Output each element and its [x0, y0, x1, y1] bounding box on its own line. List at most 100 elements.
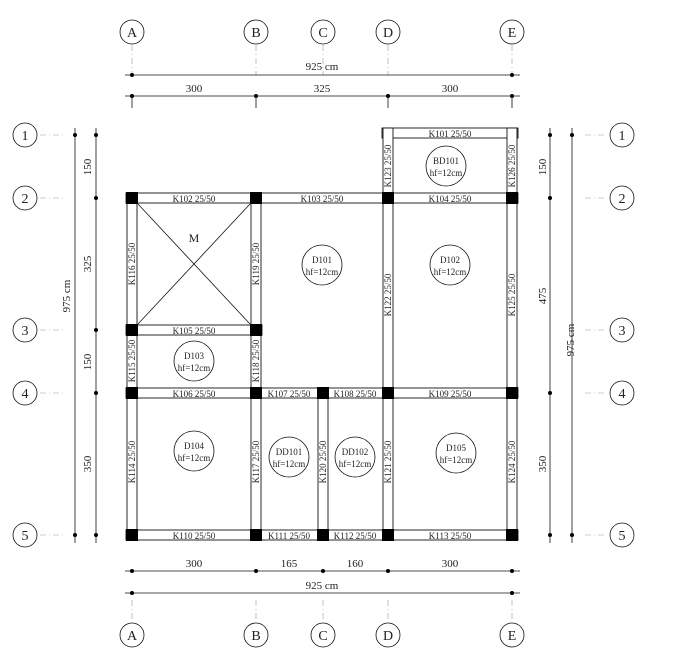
axis-bubble-d-top: D [375, 19, 401, 45]
slab-d105: D105 hf=12cm [435, 432, 477, 474]
axis-bubble-d-bottom: D [375, 622, 401, 648]
axis-bubbles-top: A B C D E [119, 19, 525, 45]
bottom-span-bc: 165 [281, 558, 298, 570]
axis-bubble-a-top: A [119, 19, 145, 45]
slab-d102: D102 hf=12cm [429, 244, 471, 286]
svg-text:5: 5 [22, 529, 29, 544]
beam-k109: K109 25/50 [429, 389, 472, 399]
axis-bubble-e-top: E [499, 19, 525, 45]
slab-d104: D104 hf=12cm [173, 430, 215, 472]
svg-text:BD101: BD101 [433, 156, 459, 166]
axis-bubble-b-top: B [243, 19, 269, 45]
axis-bubble-e-bottom: E [499, 622, 525, 648]
left-span-23: 325 [82, 255, 94, 272]
svg-text:C: C [318, 629, 327, 644]
svg-text:C: C [318, 26, 327, 41]
svg-text:B: B [251, 629, 260, 644]
bottom-total-dim: 925 cm [306, 580, 339, 592]
svg-text:E: E [508, 629, 517, 644]
svg-text:hf=12cm: hf=12cm [339, 459, 372, 469]
stair-opening: M [137, 203, 251, 325]
axis-bubble-4-left: 4 [12, 380, 38, 406]
svg-text:D104: D104 [184, 441, 204, 451]
right-span-12: 150 [537, 158, 549, 175]
svg-text:D: D [383, 629, 393, 644]
axis-bubble-3-left: 3 [12, 317, 38, 343]
beam-k113: K113 25/50 [429, 531, 472, 541]
beam-k104: K104 25/50 [429, 194, 472, 204]
right-span-45: 350 [537, 455, 549, 472]
svg-text:5: 5 [619, 529, 626, 544]
dimension-top: 925 cm 300 325 300 [125, 61, 520, 108]
slab-labels: BD101 hf=12cm D101 hf=12cm D102 hf=12cm … [173, 145, 477, 478]
svg-text:hf=12cm: hf=12cm [273, 459, 306, 469]
svg-text:hf=12cm: hf=12cm [430, 168, 463, 178]
top-total-dim: 925 cm [306, 61, 339, 73]
slab-dd102: DD102 hf=12cm [334, 436, 376, 478]
axis-bubble-1-left: 1 [12, 122, 38, 148]
svg-text:hf=12cm: hf=12cm [440, 455, 473, 465]
bottom-span-cd: 160 [347, 558, 364, 570]
svg-text:D101: D101 [312, 255, 332, 265]
beam-k119: K119 25/50 [251, 242, 261, 285]
beam-k107: K107 25/50 [268, 389, 311, 399]
dimension-bottom: 300 165 160 300 925 cm [125, 558, 520, 595]
beam-k125: K125 25/50 [507, 273, 517, 316]
svg-text:DD102: DD102 [342, 447, 369, 457]
axis-bubble-5-right: 5 [609, 522, 635, 548]
beam-k115: K115 25/50 [127, 339, 137, 382]
top-span-de: 300 [442, 83, 459, 95]
stair-label: M [189, 231, 200, 245]
svg-text:2: 2 [619, 192, 626, 207]
axis-bubble-5-left: 5 [12, 522, 38, 548]
svg-text:D: D [383, 26, 393, 41]
svg-text:D102: D102 [440, 255, 460, 265]
top-span-ab: 300 [186, 83, 203, 95]
right-span-24: 475 [537, 287, 549, 304]
axis-bubble-a-bottom: A [119, 622, 145, 648]
svg-text:hf=12cm: hf=12cm [178, 363, 211, 373]
beam-k111: K111 25/50 [268, 531, 311, 541]
beam-k118: K118 25/50 [251, 339, 261, 382]
axis-bubble-c-top: C [310, 19, 336, 45]
top-span-bd: 325 [314, 83, 331, 95]
right-total-dim: 975 cm [565, 323, 577, 356]
svg-text:DD101: DD101 [276, 447, 303, 457]
bottom-span-de: 300 [442, 558, 459, 570]
beam-k116: K116 25/50 [127, 242, 137, 285]
beam-k103: K103 25/50 [301, 194, 344, 204]
beam-k102: K102 25/50 [173, 194, 216, 204]
beam-k101: K101 25/50 [429, 129, 472, 139]
axis-bubble-3-right: 3 [609, 317, 635, 343]
slab-bd101: BD101 hf=12cm [425, 145, 467, 187]
beam-k123: K123 25/50 [383, 144, 393, 187]
svg-text:2: 2 [22, 192, 29, 207]
dimension-left: 975 cm 150 325 150 350 [61, 128, 98, 543]
svg-text:B: B [251, 26, 260, 41]
svg-text:4: 4 [619, 387, 626, 402]
svg-text:A: A [127, 629, 138, 644]
columns [126, 192, 518, 541]
svg-text:A: A [127, 26, 138, 41]
beam-labels: K101 25/50 K102 25/50 K103 25/50 K104 25… [127, 129, 517, 541]
slab-dd101: DD101 hf=12cm [268, 436, 310, 478]
svg-text:4: 4 [22, 387, 29, 402]
beam-k124: K124 25/50 [507, 440, 517, 483]
beam-k114: K114 25/50 [127, 440, 137, 483]
left-span-12: 150 [82, 158, 94, 175]
axis-bubble-2-left: 2 [12, 185, 38, 211]
axis-bubble-b-bottom: B [243, 622, 269, 648]
svg-text:E: E [508, 26, 517, 41]
svg-text:hf=12cm: hf=12cm [306, 267, 339, 277]
axis-bubble-4-right: 4 [609, 380, 635, 406]
svg-text:3: 3 [22, 324, 29, 339]
axis-bubble-1-right: 1 [609, 122, 635, 148]
svg-text:1: 1 [22, 129, 29, 144]
left-span-45: 350 [82, 455, 94, 472]
dimension-right: 150 475 350 975 cm [537, 128, 577, 543]
beam-k110: K110 25/50 [173, 531, 216, 541]
axis-bubbles-left: 1 2 3 4 5 [12, 122, 38, 548]
slab-d101: D101 hf=12cm [301, 244, 343, 286]
left-total-dim: 975 cm [61, 279, 73, 312]
